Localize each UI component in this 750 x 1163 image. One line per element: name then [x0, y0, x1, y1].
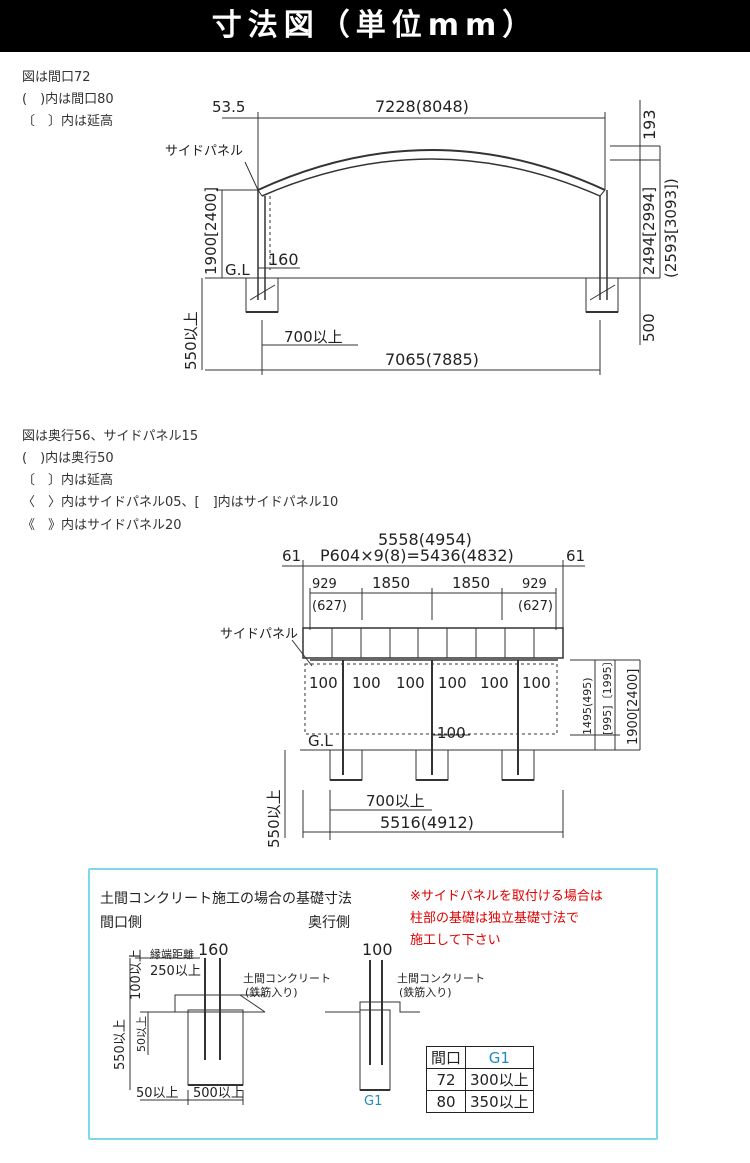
label-concrete-depth: 土間コンクリート — [397, 972, 485, 985]
dim-top-width: 7228(8048) — [375, 97, 469, 116]
foundation-box — [88, 868, 658, 1140]
label-rebar-depth: (鉄筋入り) — [399, 985, 452, 999]
dim-100-b: 100 — [352, 674, 381, 692]
table-cell: 350以上 — [465, 1090, 534, 1113]
note-8: 《 》内はサイドパネル20 — [22, 518, 182, 533]
label-side-panel-1: サイドパネル — [165, 144, 243, 159]
dim-pitch: P604×9(8)=5436(4832) — [320, 546, 514, 565]
dim-50-foundation-v: 50以上 — [135, 1016, 148, 1052]
label-rebar-front: (鉄筋入り) — [245, 985, 298, 999]
dim-50-foundation: 50以上 — [136, 1086, 179, 1101]
dim-500-foundation: 500以上 — [193, 1086, 244, 1101]
dim-2593: (2593[3093]) — [662, 178, 680, 278]
dim-bottom-5516: 5516(4912) — [380, 813, 474, 832]
dim-550-1: 550以上 — [182, 311, 200, 370]
label-gl-1: G.L — [225, 261, 250, 279]
label-depth-side: 奥行側 — [308, 915, 350, 931]
dim-500: 500 — [640, 313, 658, 342]
dim-995: [995]〔1995〕 — [601, 655, 614, 735]
note-3: 〔 〕内は延高 — [22, 114, 114, 129]
dim-total-5558: 5558(4954) — [378, 530, 472, 549]
note-6: 〔 〕内は延高 — [22, 473, 114, 488]
dim-2494: 2494[2994] — [640, 187, 658, 275]
dim-100-e: 100 — [480, 674, 509, 692]
dim-160-foundation: 160 — [198, 940, 229, 959]
dim-160: 160 — [268, 250, 299, 269]
note-1: 図は間口72 — [22, 70, 91, 85]
dim-1850-right: 1850 — [452, 574, 490, 592]
note-7: 〈 〉内はサイドパネル05、[ ]内はサイドパネル10 — [22, 495, 339, 510]
dim-193: 193 — [640, 109, 659, 140]
table-cell: 72 — [425, 1068, 467, 1091]
dim-100-c: 100 — [396, 674, 425, 692]
dim-100-f: 100 — [522, 674, 551, 692]
dim-1900-2400: 1900[2400] — [202, 187, 220, 275]
foundation-title: 土間コンクリート施工の場合の基礎寸法 — [100, 891, 352, 907]
page-title: 寸法図（単位mm） — [0, 0, 750, 52]
dim-53-5: 53.5 — [212, 98, 245, 116]
dim-61-right: 61 — [566, 547, 585, 565]
warning-line-1: ※サイドパネルを取付ける場合は — [410, 889, 603, 904]
g1-table: 間口 G1 72 300以上 80 350以上 — [425, 1046, 534, 1113]
dim-929-right: 929 — [522, 577, 547, 592]
dim-700-1: 700以上 — [284, 328, 343, 346]
table-cell: 80 — [425, 1090, 467, 1113]
dim-550-foundation: 550以上 — [113, 1019, 128, 1070]
dim-100-center: 100 — [437, 724, 466, 742]
dim-250: 250以上 — [150, 964, 201, 979]
table-header-g1: G1 — [465, 1046, 534, 1069]
table-cell: 300以上 — [465, 1068, 534, 1091]
dim-550-2: 550以上 — [265, 789, 283, 848]
label-side-panel-2: サイドパネル — [220, 627, 298, 642]
label-front-side: 間口側 — [100, 915, 142, 931]
dim-100-foundation-v: 100以上 — [129, 949, 144, 1000]
table-row: 間口 G1 — [425, 1046, 534, 1069]
dim-627-right: (627) — [518, 599, 553, 614]
label-g1-depth: G1 — [364, 1094, 382, 1109]
dim-700-2: 700以上 — [366, 792, 425, 810]
dim-100-d: 100 — [438, 674, 467, 692]
note-2: ( )内は間口80 — [22, 92, 114, 107]
dim-1900-2400-side: 1900[2400] — [626, 669, 641, 745]
label-concrete-front: 土間コンクリート — [243, 972, 331, 985]
table-row: 72 300以上 — [425, 1068, 534, 1091]
label-gl-2: G.L — [308, 732, 333, 750]
table-row: 80 350以上 — [425, 1090, 534, 1113]
warning-line-3: 施工して下さい — [410, 933, 501, 948]
warning-line-2: 柱部の基礎は独立基礎寸法で — [410, 911, 580, 926]
dim-61-left: 61 — [282, 547, 301, 565]
dim-1495: 1495(495) — [581, 677, 594, 735]
dim-100-a: 100 — [309, 674, 338, 692]
dim-929-left: 929 — [312, 577, 337, 592]
dim-100-depth: 100 — [362, 940, 393, 959]
dim-bottom-width: 7065(7885) — [385, 350, 479, 369]
label-edge-distance: 縁端距離 — [150, 947, 194, 961]
note-4: 図は奥行56、サイドパネル15 — [22, 429, 199, 444]
table-header-width: 間口 — [425, 1046, 467, 1069]
dim-1850-left: 1850 — [372, 574, 410, 592]
dim-627-left: (627) — [312, 599, 347, 614]
note-5: ( )内は奥行50 — [22, 451, 114, 466]
